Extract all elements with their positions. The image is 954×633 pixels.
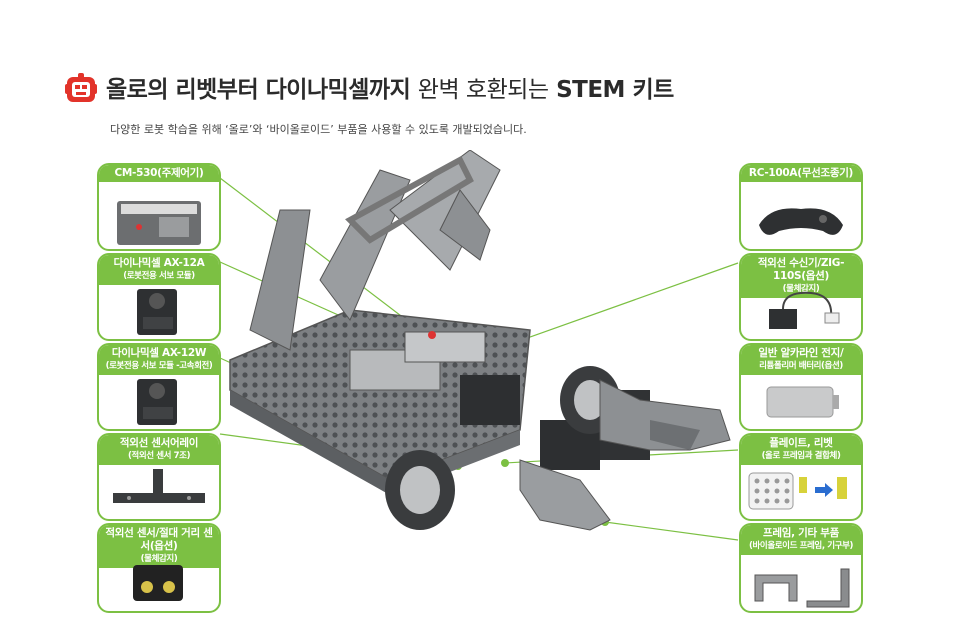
part-rc100a: RC-100A(무선조종기) [739,163,863,251]
part-cm530: CM-530(주제어기) [97,163,221,251]
robot-illustration [229,150,731,531]
part-title: CM-530(주제어기) [114,167,204,179]
distance-sensor-image [133,565,183,601]
page-subtitle: 다양한 로봇 학습을 위해 ‘올로’와 ‘바이올로이드’ 부품을 사용할 수 있… [110,123,527,136]
part-ax12w: 다이나믹셀 AX-12W(로봇전용 서보 모듈 -고속회전) [97,343,221,431]
frame-image [754,568,850,608]
controller-image [117,201,201,245]
battery-image [766,386,839,418]
sensor-array-image [113,469,205,503]
part-battery: 일반 알카라인 전지/리튬폴리머 배터리(옵션) [739,343,863,431]
part-frame: 프레임, 기타 부품(바이올로이드 프레임, 기구부) [739,523,863,613]
servo-image [137,379,177,425]
part-ir-distance-sensor: 적외선 센서/절대 거리 센서(옵션)(물체감지) [97,523,221,613]
receiver-image [769,291,840,329]
part-plate-rivet: 플레이트, 리벳(올로 프레임과 결합체) [739,433,863,521]
part-ax12a: 다이나믹셀 AX-12A(로봇전용 서보 모듈) [97,253,221,341]
part-ir-receiver: 적외선 수신기/ZIG-110S(옵션)(물체감지) [739,253,863,341]
page-title: 올로의 리벳부터 다이나믹셀까지 완벽 호환되는 STEM 키트 [106,77,674,103]
plate-rivet-image [748,472,847,510]
part-ir-sensor-array: 적외선 센서어레이(적외선 센서 7조) [97,433,221,521]
robot-logo-icon [65,73,97,102]
remote-controller-image [759,208,843,235]
servo-image [137,289,177,335]
